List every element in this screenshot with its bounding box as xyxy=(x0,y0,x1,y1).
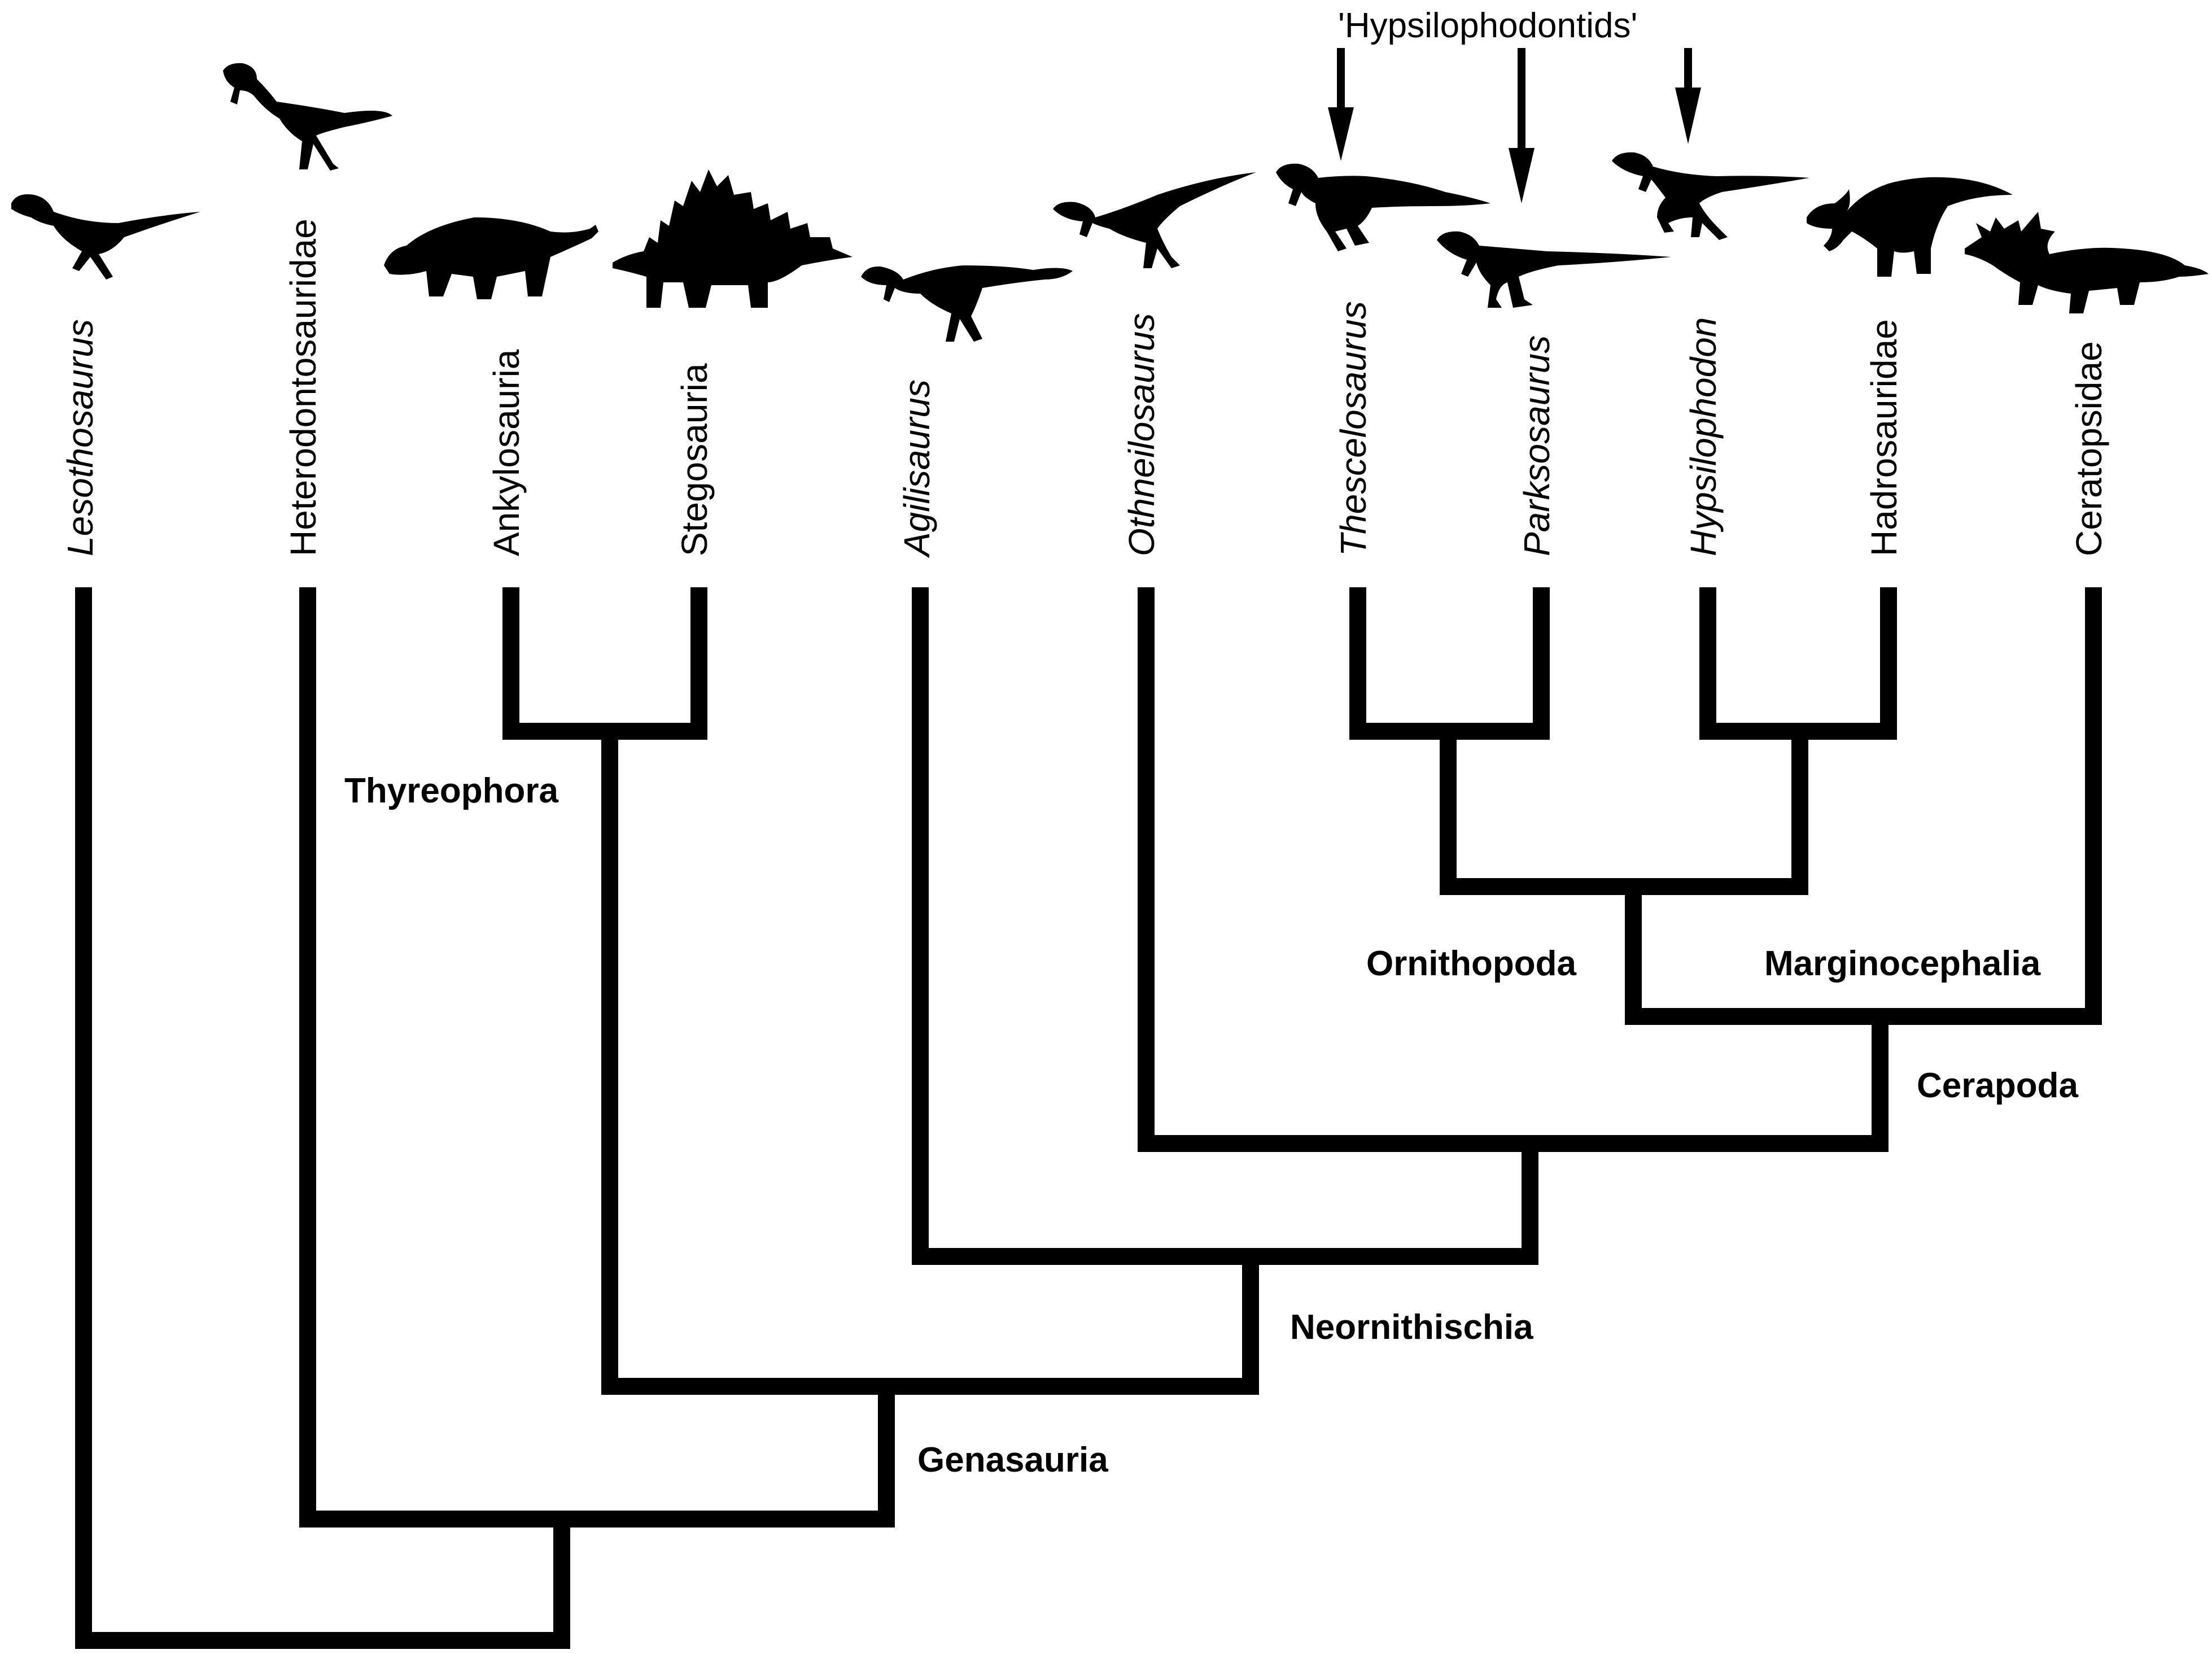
branch-cerapoda xyxy=(1138,587,1888,1152)
taxon-label-hypsilophodon: Hypsilophodon xyxy=(1683,317,1724,556)
branch-agilisaurus-node xyxy=(912,587,1538,1265)
cladogram-branches xyxy=(75,587,2102,1649)
thescelosaurus-silhouette-icon xyxy=(1276,163,1490,251)
branch-thescelosaurus-parksosaurus xyxy=(1349,587,1550,740)
branch-marginocephalia-node xyxy=(1625,587,2102,1025)
silhouettes xyxy=(11,63,2209,342)
branch-ornithischia-root xyxy=(75,587,570,1649)
branch-neornithischia xyxy=(601,723,1259,1395)
taxon-label-parksosaurus: Parksosaurus xyxy=(1516,335,1557,556)
hadrosaur-silhouette-icon xyxy=(1807,177,2013,277)
taxon-label-othneilosaurus: Othneilosaurus xyxy=(1121,313,1162,556)
agilisaurus-silhouette-icon xyxy=(861,265,1073,342)
taxon-label-ankylosauria: Ankylosauria xyxy=(486,349,527,556)
taxon-label-agilisaurus: Agilisaurus xyxy=(897,379,937,556)
taxon-label-heterodontosauridae: Heterodontosauridae xyxy=(283,219,324,556)
arrow-head-3 xyxy=(1675,88,1701,144)
taxon-label-stegosauria: Stegosauria xyxy=(674,363,715,556)
stegosaur-silhouette-icon xyxy=(613,169,853,308)
taxon-label-hadrosauridae: Hadrosauridae xyxy=(1864,319,1904,556)
taxon-label-thescelosaurus: Thescelosaurus xyxy=(1333,301,1374,556)
clade-label-neornithischia: Neornithischia xyxy=(1290,1308,1533,1347)
clade-label-cerapoda: Cerapoda xyxy=(1917,1066,2078,1105)
clade-label-genasauria: Genasauria xyxy=(917,1441,1108,1480)
ceratopsian-silhouette-icon xyxy=(1965,212,2209,313)
clade-label-ornithopoda: Ornithopoda xyxy=(1366,944,1576,983)
branch-hypsilophodon-hadrosauridae xyxy=(1699,587,1897,740)
othneilosaurus-silhouette-icon xyxy=(1053,172,1256,268)
taxon-label-ceratopsidae: Ceratopsidae xyxy=(2069,341,2109,556)
hypsilophodontid-arrows xyxy=(1328,48,1701,203)
clade-label-thyreophora: Thyreophora xyxy=(344,771,558,810)
ankylosaur-silhouette-icon xyxy=(384,217,598,299)
lesothosaurus-silhouette-icon xyxy=(11,194,200,280)
arrow-head-2 xyxy=(1509,148,1535,203)
hypsilophodon-silhouette-icon xyxy=(1612,152,1809,240)
branch-genasauria xyxy=(299,587,895,1528)
taxon-label-lesothosaurus: Lesothosaurus xyxy=(60,319,100,556)
clade-label-marginocephalia: Marginocephalia xyxy=(1764,944,2041,983)
arrow-head-1 xyxy=(1328,107,1354,161)
heterodontosaur-silhouette-icon xyxy=(223,63,392,171)
branch-thyreophora xyxy=(502,587,707,740)
hypsilophodontids-label: 'Hypsilophodontids' xyxy=(1338,6,1638,45)
parksosaurus-silhouette-icon xyxy=(1437,231,1671,308)
branch-ornithopoda xyxy=(1440,723,1808,895)
